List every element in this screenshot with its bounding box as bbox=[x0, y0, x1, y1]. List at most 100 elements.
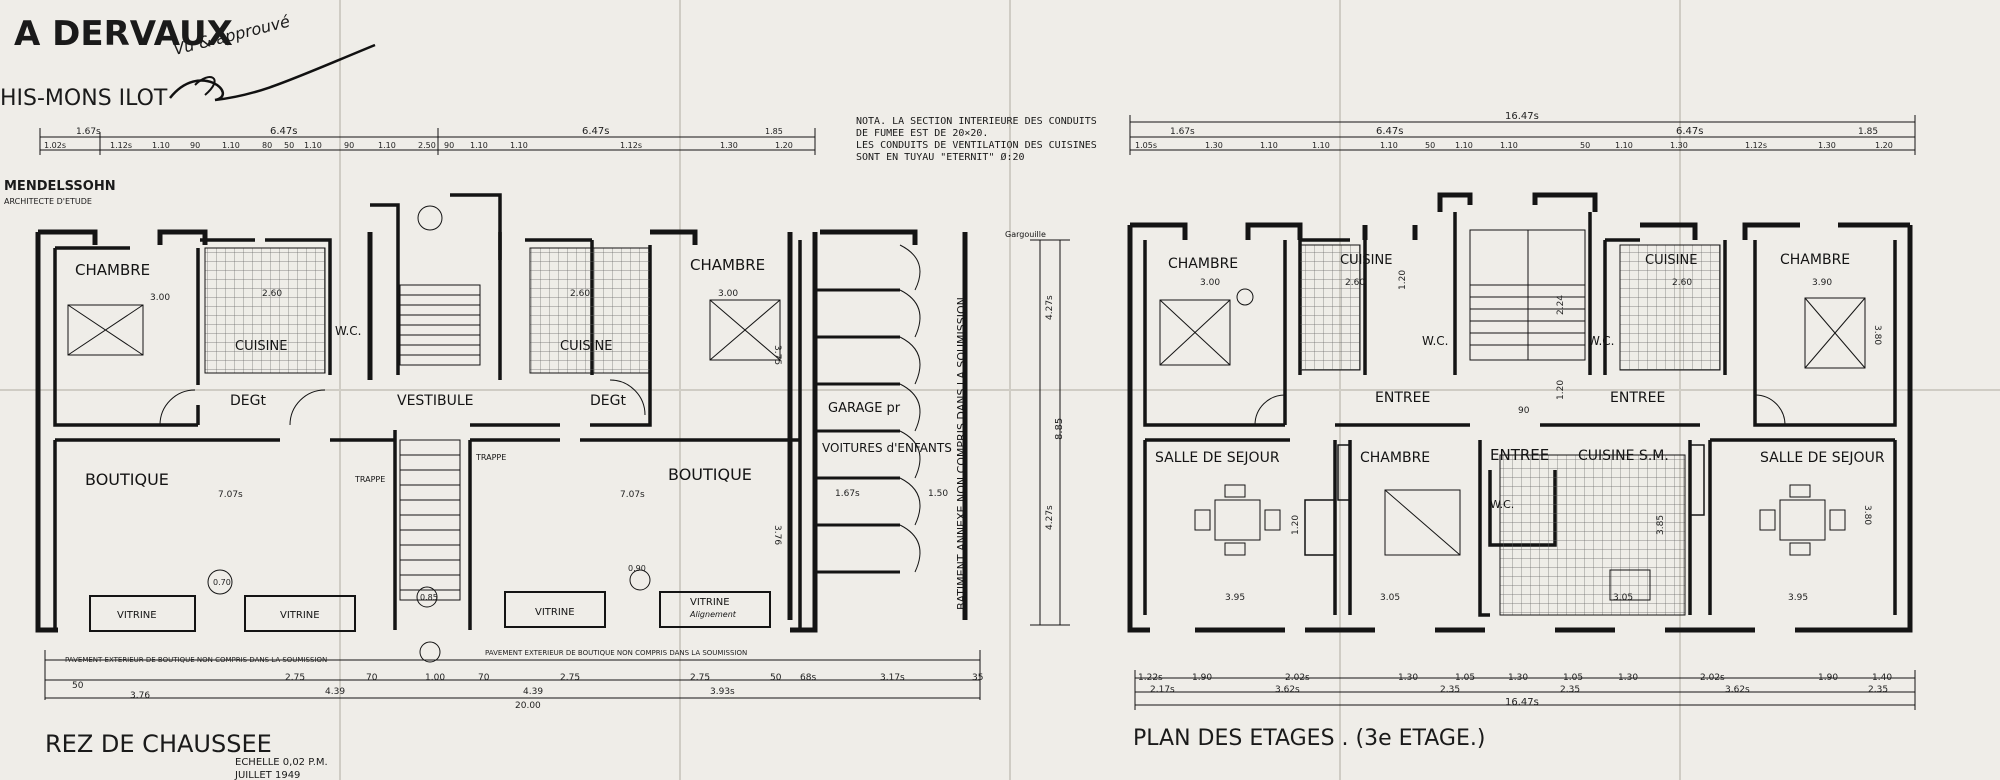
ground-wc-left-label: W.C. bbox=[335, 324, 362, 338]
upper-chambre-mid-label: CHAMBRE bbox=[1360, 450, 1430, 466]
sejour-right-label: SALLE DE SEJOUR bbox=[1760, 450, 1885, 466]
u-b2-4: 3.62s bbox=[1725, 685, 1750, 695]
ground-right-vertical-dims bbox=[1030, 239, 1070, 626]
ground-degt-left-label: DEGt bbox=[230, 393, 266, 409]
u-dim-m-0: 1.05s bbox=[1135, 141, 1157, 150]
u-dim-m-7: 1.10 bbox=[1500, 141, 1518, 150]
g-dim-m-0: 1.02s bbox=[44, 141, 66, 150]
upper-wc-right-label: W.C. bbox=[1588, 334, 1615, 348]
g-dim-m-10: 2.50 bbox=[418, 141, 436, 150]
u-b1-2: 2.02s bbox=[1285, 673, 1310, 683]
nota-line-4: SONT EN TUYAU "ETERNIT" Ø:20 bbox=[856, 151, 1025, 163]
upper-floor-labels: 16.47s 1.67s 6.47s 6.47s 1.85 1.05s 1.30… bbox=[1133, 111, 1893, 751]
garage-bays bbox=[815, 244, 921, 574]
vitrine-3-label: VITRINE bbox=[535, 607, 575, 618]
date-label: JUILLET 1949 bbox=[234, 770, 300, 780]
u-dim-top-1: 6.47s bbox=[1376, 126, 1403, 137]
ground-vitrines bbox=[89, 591, 771, 632]
pavement-note-left: PAVEMENT EXTERIEUR DE BOUTIQUE NON COMPR… bbox=[65, 656, 327, 664]
g-in-2: 2.60 bbox=[570, 289, 590, 299]
u-b2-3: 2.35 bbox=[1560, 685, 1580, 695]
upper-chambre-left-label: CHAMBRE bbox=[1168, 256, 1238, 272]
pavement-note-right: PAVEMENT EXTERIEUR DE BOUTIQUE NON COMPR… bbox=[485, 649, 747, 657]
g-b2-3: 3.93s bbox=[710, 687, 735, 697]
vestibule-label: VESTIBULE bbox=[397, 393, 474, 409]
cuisine-sm-tiles bbox=[1499, 454, 1686, 616]
g-dim-m-9: 1.10 bbox=[378, 141, 396, 150]
u-in-14: 3.85 bbox=[1656, 515, 1666, 535]
g-dim-m-14: 1.12s bbox=[620, 141, 642, 150]
site-location: HIS-MONS ILOT bbox=[0, 86, 168, 111]
u-dim-m-11: 1.12s bbox=[1745, 141, 1767, 150]
u-b2-0: 2.17s bbox=[1150, 685, 1175, 695]
u-b1-5: 1.30 bbox=[1508, 673, 1528, 683]
u-b1-1: 1.90 bbox=[1192, 673, 1212, 683]
upper-entree-mid-label: ENTREE bbox=[1490, 446, 1549, 464]
g-in-11: 0.85 bbox=[420, 593, 438, 602]
u-b1-10: 1.40 bbox=[1872, 673, 1892, 683]
g-dim-m-7: 1.10 bbox=[304, 141, 322, 150]
g-dim-top-2: 6.47s bbox=[582, 126, 609, 137]
u-in-8: 3.95 bbox=[1788, 593, 1808, 603]
g-dim-m-15: 1.30 bbox=[720, 141, 738, 150]
g-b1-7: 50 bbox=[770, 673, 782, 683]
title-block: A DERVAUX HIS-MONS ILOT MENDELSSOHN ARCH… bbox=[0, 12, 376, 206]
alignement-label: Alignement bbox=[689, 610, 737, 619]
u-dim-m-5: 50 bbox=[1425, 141, 1435, 150]
g-b1-1: 2.75 bbox=[285, 673, 305, 683]
u-in-7: 3.05 bbox=[1613, 593, 1633, 603]
ground-chambre-right-label: CHAMBRE bbox=[690, 256, 765, 274]
u-b2-5: 2.35 bbox=[1868, 685, 1888, 695]
g-dim-m-16: 1.20 bbox=[775, 141, 793, 150]
vitrine-2-label: VITRINE bbox=[280, 610, 320, 621]
g-in-9: 1.50 bbox=[928, 489, 948, 499]
u-dim-m-13: 1.20 bbox=[1875, 141, 1893, 150]
upper-inner-walls bbox=[1143, 212, 1897, 617]
g-dim-m-11: 90 bbox=[444, 141, 454, 150]
ground-kitchen-left-tiles bbox=[204, 247, 326, 374]
u-in-4: 3.80 bbox=[1872, 325, 1882, 345]
ground-bottom-dimension-lines bbox=[44, 650, 981, 700]
architect-role: ARCHITECTE D'ETUDE bbox=[4, 197, 92, 206]
u-in-0: 3.00 bbox=[1200, 278, 1220, 288]
g-b1-5: 2.75 bbox=[560, 673, 580, 683]
u-dim-m-6: 1.10 bbox=[1455, 141, 1473, 150]
nota-line-1: NOTA. LA SECTION INTERIEURE DES CONDUITS bbox=[856, 116, 1097, 127]
sejour-left-label: SALLE DE SEJOUR bbox=[1155, 450, 1280, 466]
ground-cuisine-left-label: CUISINE bbox=[235, 339, 287, 354]
g-rv-1: 8.85 bbox=[1054, 418, 1065, 440]
g-b1-4: 70 bbox=[478, 673, 490, 683]
u-in-12: 1.20 bbox=[1398, 270, 1408, 290]
upper-bottom-dimension-lines bbox=[1134, 670, 1916, 710]
u-b2-2: 2.35 bbox=[1440, 685, 1460, 695]
ground-inner-walls bbox=[53, 193, 802, 630]
vitrine-4-label: VITRINE bbox=[690, 597, 730, 608]
firm-name: A DERVAUX bbox=[14, 14, 233, 54]
g-b2-1: 4.39 bbox=[325, 687, 345, 697]
g-in-0: 3.00 bbox=[150, 293, 170, 303]
g-dim-m-6: 50 bbox=[284, 141, 294, 150]
g-rv-2: 4.27s bbox=[1045, 505, 1055, 530]
u-dim-m-10: 1.30 bbox=[1670, 141, 1688, 150]
g-in-12: 0.90 bbox=[628, 564, 646, 573]
u-b1-6: 1.05 bbox=[1563, 673, 1583, 683]
garage-label-2: VOITURES d'ENFANTS bbox=[822, 441, 952, 455]
upper-cuisine-left-label: CUISINE bbox=[1340, 253, 1392, 268]
boutique-right-label: BOUTIQUE bbox=[668, 465, 752, 484]
u-b1-3: 1.30 bbox=[1398, 673, 1418, 683]
u-b1-9: 1.90 bbox=[1818, 673, 1838, 683]
g-b1-10: 35 bbox=[972, 673, 983, 683]
g-b1-0: 50 bbox=[72, 681, 84, 691]
ground-outer-walls bbox=[35, 229, 968, 633]
g-in-4: 3.75 bbox=[772, 345, 782, 365]
g-b1-8: 68s bbox=[800, 673, 816, 683]
u-in-10: 90 bbox=[1518, 406, 1530, 416]
ground-chambre-left-label: CHAMBRE bbox=[75, 261, 150, 279]
upper-chimney-stacks bbox=[1304, 444, 1705, 556]
upper-door-swings bbox=[1236, 288, 1786, 426]
g-in-10: 0.70 bbox=[213, 578, 231, 587]
g-dim-m-12: 1.10 bbox=[470, 141, 488, 150]
u-dim-m-12: 1.30 bbox=[1818, 141, 1836, 150]
